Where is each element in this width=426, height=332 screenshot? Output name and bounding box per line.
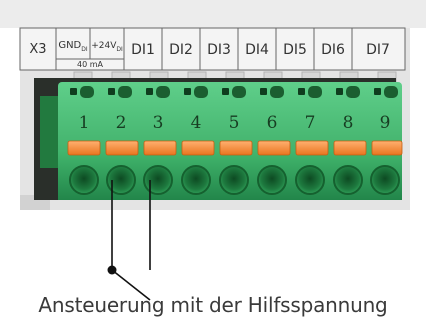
current-label: 40 mA xyxy=(77,60,104,69)
di6-label: DI6 xyxy=(321,42,345,58)
callout-leader xyxy=(111,269,151,301)
release-button-2[interactable] xyxy=(105,140,139,156)
screw-slots xyxy=(80,86,398,98)
gnd-label: GNDDI xyxy=(58,40,88,53)
housing-top xyxy=(0,0,426,28)
caption: Ansteuerung mit der Hilfsspannung xyxy=(38,293,388,317)
di7-label: DI7 xyxy=(366,42,390,58)
pin-number-2: 2 xyxy=(116,113,127,133)
wire-entry-4[interactable] xyxy=(181,165,211,195)
supply-label: +24VDI xyxy=(91,41,123,53)
pin-number-7: 7 xyxy=(305,113,316,133)
wire-entry-8[interactable] xyxy=(333,165,363,195)
pin-number-9: 9 xyxy=(380,113,391,133)
wire-entry-7[interactable] xyxy=(295,165,325,195)
wire-entry-3[interactable] xyxy=(143,165,173,195)
release-button-9[interactable] xyxy=(371,140,403,156)
wire-entry-6[interactable] xyxy=(257,165,287,195)
release-button-4[interactable] xyxy=(181,140,215,156)
wire-entry-2[interactable] xyxy=(106,165,136,195)
label-strip: X3 GNDDI +24VDI 40 mA DI1 DI2 DI3 DI4 DI… xyxy=(19,27,406,71)
di4-label: DI4 xyxy=(245,42,269,58)
pin-number-8: 8 xyxy=(343,113,354,133)
pin-number-3: 3 xyxy=(153,113,164,133)
wire-entry-5[interactable] xyxy=(219,165,249,195)
connector-label: X3 xyxy=(29,42,46,57)
release-button-3[interactable] xyxy=(143,140,177,156)
pin-number-1: 1 xyxy=(79,113,90,133)
wire-entry-1[interactable] xyxy=(69,165,99,195)
release-button-1[interactable] xyxy=(67,140,101,156)
pin-number-6: 6 xyxy=(267,113,278,133)
di3-label: DI3 xyxy=(207,42,231,58)
wire-entry-9[interactable] xyxy=(370,165,400,195)
di5-label: DI5 xyxy=(283,42,307,58)
di1-label: DI1 xyxy=(131,42,155,58)
di2-label: DI2 xyxy=(169,42,193,58)
test-points xyxy=(70,88,381,95)
release-button-7[interactable] xyxy=(295,140,329,156)
release-button-5[interactable] xyxy=(219,140,253,156)
pin-number-5: 5 xyxy=(229,113,240,133)
release-button-8[interactable] xyxy=(333,140,367,156)
pin-number-4: 4 xyxy=(191,113,202,133)
release-button-6[interactable] xyxy=(257,140,291,156)
